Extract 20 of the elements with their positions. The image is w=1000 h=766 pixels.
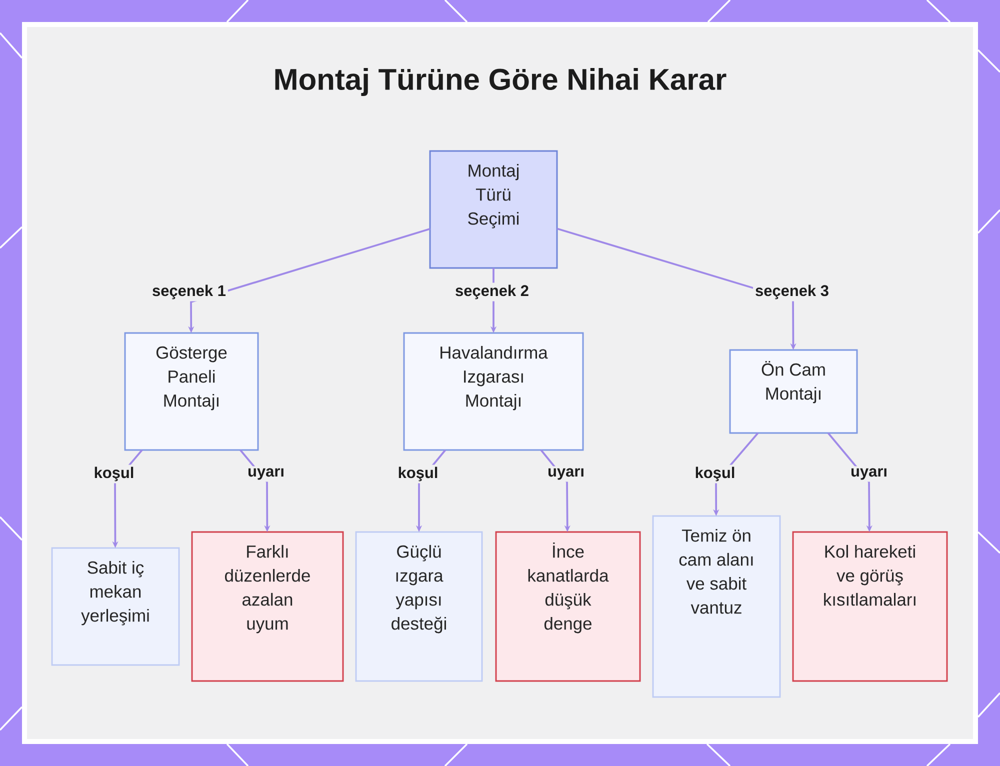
edge-label: seçenek 1 [150,282,228,302]
edge-label: seçenek 3 [753,282,831,302]
edge-label: koşul [692,464,738,484]
warning-box: Kol hareketi ve görüş kısıtlamaları [792,531,948,682]
edge-label: koşul [396,464,440,484]
title: Montaj Türüne Göre Nihai Karar [275,68,726,96]
condition-box: Sabit iç mekan yerleşimi [51,547,180,666]
edge-label: seçenek 2 [453,282,531,302]
option-box: Havalandırma Izgarası Montajı [403,332,584,451]
root-box: Montaj Türü Seçimi [429,150,558,269]
edge-label: uyarı [546,466,586,482]
warning-box: Farklı düzenlerde azalan uyum [191,531,344,682]
condition-box: Temiz ön cam alanı ve sabit vantuz [652,515,781,698]
condition-box: Güçlü ızgara yapısı desteği [355,531,483,682]
option-box: Gösterge Paneli Montajı [124,332,259,451]
edge-label: koşul [92,464,136,484]
option-box: Ön Cam Montajı [729,349,858,434]
edge-label: uyarı [848,466,890,482]
warning-box: İnce kanatlarda düşük denge [495,531,641,682]
edge-label: uyarı [246,466,286,482]
